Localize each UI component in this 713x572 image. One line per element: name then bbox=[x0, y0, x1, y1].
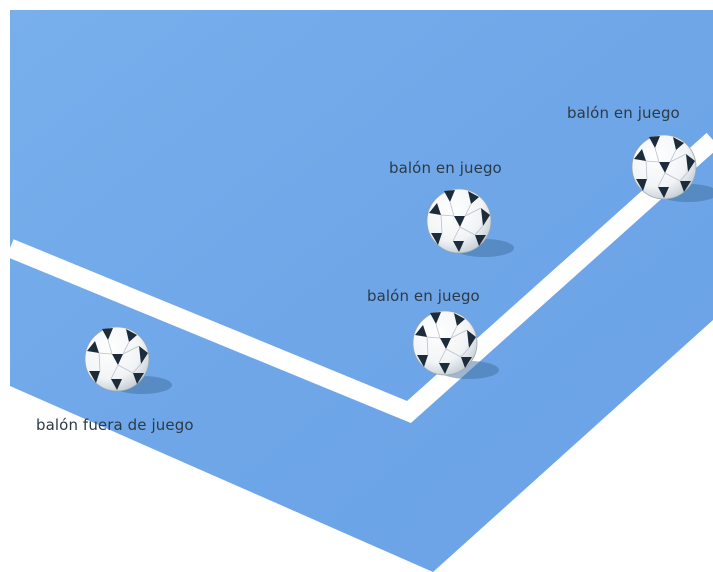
soccer-ball-icon bbox=[632, 135, 696, 199]
label-ball-in-play-middle: balón en juego bbox=[389, 159, 502, 177]
soccer-ball-icon bbox=[427, 189, 491, 253]
label-ball-in-play-on-line: balón en juego bbox=[367, 287, 480, 305]
label-ball-in-play-top-right: balón en juego bbox=[567, 104, 680, 122]
label-ball-out-of-play: balón fuera de juego bbox=[36, 416, 194, 434]
soccer-ball-icon bbox=[413, 311, 477, 375]
soccer-ball-icon bbox=[85, 327, 149, 391]
